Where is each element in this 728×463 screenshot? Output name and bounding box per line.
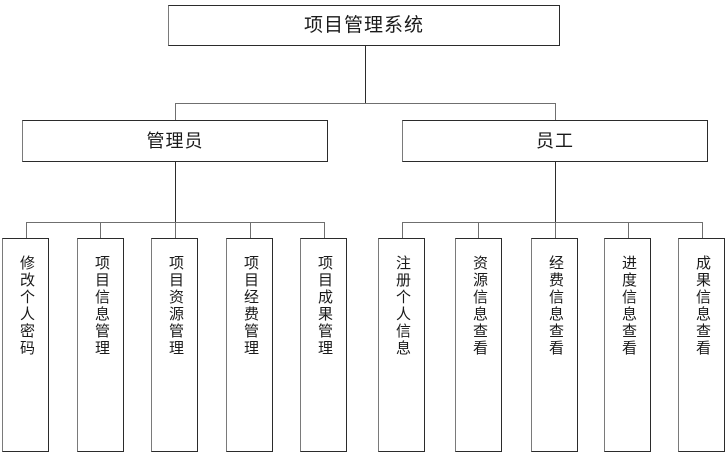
node-project-result-management[interactable]: 项目成果管理 (300, 238, 347, 452)
connector-staff-child-drop-2 (478, 222, 479, 238)
node-resource-info-view[interactable]: 资源信息查看 (455, 238, 502, 452)
connector-admin-drop (175, 103, 176, 120)
connector-staff-child-drop-1 (402, 222, 403, 238)
node-project-info-management[interactable]: 项目信息管理 (77, 238, 124, 452)
node-label: 项目管理系统 (303, 14, 424, 36)
node-label: 管理员 (146, 130, 204, 151)
connector-admin-child-drop-4 (250, 222, 251, 238)
node-employee[interactable]: 员工 (402, 120, 708, 162)
node-label: 进度信息查看 (620, 255, 636, 357)
connector-admin-stem (175, 162, 176, 222)
node-project-management-system[interactable]: 项目管理系统 (168, 5, 560, 46)
node-result-info-view[interactable]: 成果信息查看 (678, 238, 725, 452)
connector-staff-child-drop-3 (555, 222, 556, 238)
node-change-personal-password[interactable]: 修改个人密码 (2, 238, 49, 452)
node-administrator[interactable]: 管理员 (22, 120, 328, 162)
connector-root-stem (365, 46, 366, 103)
node-progress-info-view[interactable]: 进度信息查看 (604, 238, 651, 452)
connector-admin-child-drop-3 (175, 222, 176, 238)
connector-staff-stem (555, 162, 556, 222)
node-label: 项目成果管理 (316, 255, 332, 357)
node-label: 注册个人信息 (394, 255, 410, 357)
node-label: 项目资源管理 (167, 255, 183, 357)
connector-admin-child-drop-1 (26, 222, 27, 238)
node-label: 项目信息管理 (93, 255, 109, 357)
node-label: 成果信息查看 (694, 255, 710, 357)
node-label: 项目经费管理 (242, 255, 258, 357)
connector-staff-child-drop-4 (628, 222, 629, 238)
connector-staff-child-drop-5 (702, 222, 703, 238)
connector-level2-bus (175, 103, 555, 104)
connector-admin-child-drop-2 (100, 222, 101, 238)
connector-staff-bus (402, 222, 702, 223)
node-funding-info-view[interactable]: 经费信息查看 (531, 238, 578, 452)
node-project-funding-management[interactable]: 项目经费管理 (226, 238, 273, 452)
node-label: 资源信息查看 (471, 255, 487, 357)
connector-staff-drop (555, 103, 556, 120)
node-label: 修改个人密码 (18, 255, 34, 357)
node-register-personal-info[interactable]: 注册个人信息 (378, 238, 425, 452)
node-label: 经费信息查看 (547, 255, 563, 357)
node-label: 员工 (536, 130, 574, 151)
connector-admin-child-drop-5 (324, 222, 325, 238)
node-project-resource-management[interactable]: 项目资源管理 (151, 238, 198, 452)
